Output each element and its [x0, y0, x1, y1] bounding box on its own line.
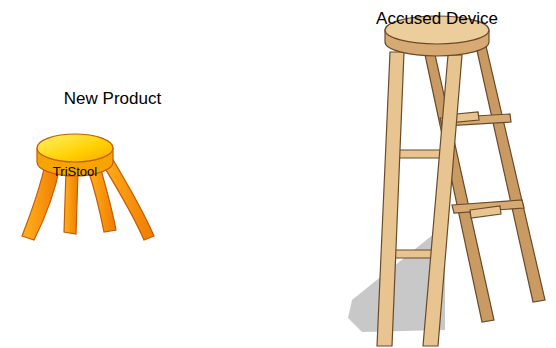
stool-leg: [100, 158, 154, 240]
device-heading: Accused Device: [357, 9, 517, 29]
stool-leg: [476, 46, 545, 302]
bar-stool-illustration: [348, 16, 545, 346]
stool-seat-top: [37, 134, 113, 162]
stool-leg: [423, 55, 462, 346]
product-name: TriStool: [35, 165, 115, 180]
product-heading: New Product: [40, 89, 185, 109]
product-illustration: New ProductTriStool: [15, 85, 215, 250]
tristool-illustration: [22, 134, 154, 240]
stool-rung: [470, 206, 501, 218]
stool-leg: [377, 52, 404, 346]
stool-leg: [64, 170, 78, 234]
device-illustration: Accused Device: [340, 4, 555, 347]
